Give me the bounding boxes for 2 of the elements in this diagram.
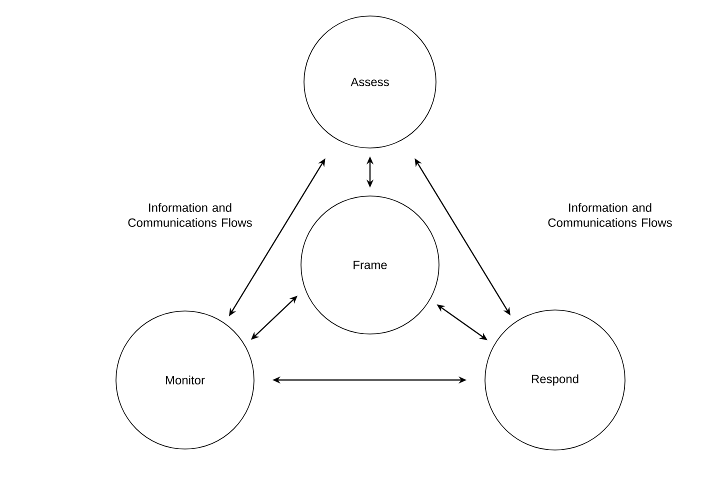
flow-label: Information and Communications Flows bbox=[128, 203, 252, 227]
flow-label: Information and Communications Flows bbox=[548, 203, 672, 227]
